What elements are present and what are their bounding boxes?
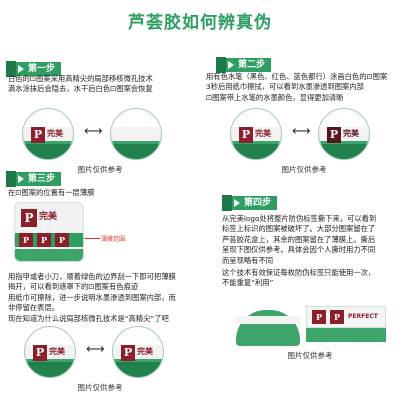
label-band: [111, 127, 161, 141]
logo-mark: P: [239, 127, 253, 143]
logo-text: 完美: [39, 212, 58, 222]
step1-label: 第一步: [28, 64, 56, 74]
step2-line: 3秒后用纸巾擦拭，可以看到水墨渗透到图案内部: [206, 82, 364, 92]
grass: [231, 144, 281, 159]
step3-intro: 在⊡图案的位置有一层薄膜: [8, 188, 95, 197]
step-badge: [216, 57, 226, 73]
step4-line: 标签上标识的图案被破坏了。大部分图案留在了: [222, 224, 376, 234]
step1-after-disc: [110, 108, 162, 160]
step4-text: 从完美logo处将整片防伪标签撕下来，可以看到 标签上标识的图案被破坏了。大部分…: [222, 214, 400, 289]
step-badge: [222, 195, 232, 211]
film-pointer: [84, 238, 100, 239]
logo-mark: P: [21, 209, 37, 227]
grass: [15, 249, 83, 261]
step4-line: 而呈现略有不同: [222, 255, 274, 265]
arrow-both-icon: ⟷: [86, 342, 105, 357]
grass: [25, 362, 75, 377]
pattern-mark: P: [330, 310, 344, 324]
step-badge: [6, 61, 16, 77]
step1-line: 滴水涂抹后会隐去，水干后白色⊡图案会恢复: [8, 84, 153, 94]
logo-text: 完美: [343, 129, 359, 138]
step4-label: 第四步: [244, 198, 272, 208]
step2-caption: 图片仅供参考: [281, 165, 327, 174]
step2-line: ⊡图案带上水笔的水墨颜色，显得更加清晰: [206, 92, 344, 102]
step3-film-image: P 完美 P P P: [14, 202, 84, 262]
pattern-mark: P: [312, 310, 326, 324]
step2-before-disc: P 完美: [230, 108, 282, 160]
step4-line: 不能重复“利用”: [222, 278, 274, 288]
arrow-both-icon: ⟷: [84, 124, 103, 139]
step4-line: 呈现下图仅供参考。具体会因个人撕时用力不同: [222, 245, 376, 255]
grass: [111, 144, 161, 159]
step2-after-disc: P 完美: [318, 108, 370, 160]
logo-mark: P: [33, 345, 47, 361]
step1-caption: 图片仅供参考: [77, 165, 123, 174]
grass: [319, 144, 369, 159]
logo-mark: P: [31, 127, 45, 143]
pattern-mark: P: [19, 233, 33, 247]
logo-text: 完美: [137, 347, 153, 356]
grass: [113, 362, 163, 377]
film-label: 薄膜范围: [101, 236, 126, 243]
step1-before-disc: P 完美: [22, 108, 74, 160]
step4-tag: 第四步: [222, 195, 278, 211]
step4-line: 这个技术有效保证每枚防伪标签只能使用一次，: [222, 268, 376, 278]
grass: [23, 144, 73, 159]
step4-film-image: P P PERFECT: [306, 296, 386, 346]
logo-text: 完美: [255, 129, 271, 138]
step3-label: 第三步: [28, 174, 56, 184]
step4-caption: 图片仅供参考: [287, 351, 333, 360]
logo-text: 完美: [47, 129, 63, 138]
film-strip: [306, 306, 386, 328]
pattern-mark: P: [55, 233, 69, 247]
step3-line: 用纸巾可擦除，进一步说明水墨渗透到图案内部，而: [8, 292, 176, 302]
step3-line: 用指甲或者小刀，顺着绿色的边界刮一下即可把薄膜: [8, 272, 176, 281]
label-band: [236, 316, 300, 324]
step1-text: 白色的⊡图案采用高精尖的局部移核微孔技术 滴水涂抹后会隐去，水干后白色⊡图案会恢…: [8, 74, 198, 95]
step3-before-disc: P 完美: [24, 326, 76, 378]
step-badge: [6, 171, 16, 187]
step3-line: 揭开，可以看到遮罩下的⊡图案有色痕迹: [8, 282, 139, 292]
page-title: 芦荟胶如何辨真伪: [128, 13, 272, 33]
step3-caption: 图片仅供参考: [77, 383, 123, 392]
step3-text: 用指甲或者小刀，顺着绿色的边界刮一下即可把薄膜 揭开，可以看到遮罩下的⊡图案有色…: [8, 272, 202, 324]
step3-line: 非停留在表层。: [8, 303, 60, 313]
logo-sub: PERFECT: [348, 313, 378, 320]
step4-line: 芦荟胶花盒上，其余的图案留在了薄膜上。撕后: [222, 234, 376, 244]
step2-text: 用有色水笔（黑色、红色、蓝色都行）涂画白色的⊡图案 3秒后用纸巾擦拭，可以看到水…: [206, 72, 400, 103]
pattern-mark: P: [37, 233, 51, 247]
step2-tag: 第二步: [216, 57, 272, 73]
step3-line: 现在知道为什么说局部核微孔技术是“高精尖”了吧: [8, 313, 169, 323]
step2-label: 第二步: [238, 60, 266, 70]
step4-line: 从完美logo处将整片防伪标签撕下来，可以看到: [222, 214, 377, 223]
step1-line: 白色的⊡图案采用高精尖的局部移核微孔技术: [8, 74, 153, 83]
step2-line: 用有色水笔（黑色、红色、蓝色都行）涂画白色的⊡图案: [206, 72, 388, 81]
step4-box-image: [236, 300, 300, 346]
logo-mark: P: [121, 345, 135, 361]
step1-tag: 第一步: [6, 61, 62, 77]
logo-text: 完美: [49, 347, 65, 356]
logo-mark: P: [327, 127, 341, 143]
step3-tag: 第三步: [6, 171, 62, 187]
grass: [306, 328, 386, 342]
arrow-both-icon: ⟷: [292, 124, 311, 139]
step3-after-disc: P 完美: [112, 326, 164, 378]
